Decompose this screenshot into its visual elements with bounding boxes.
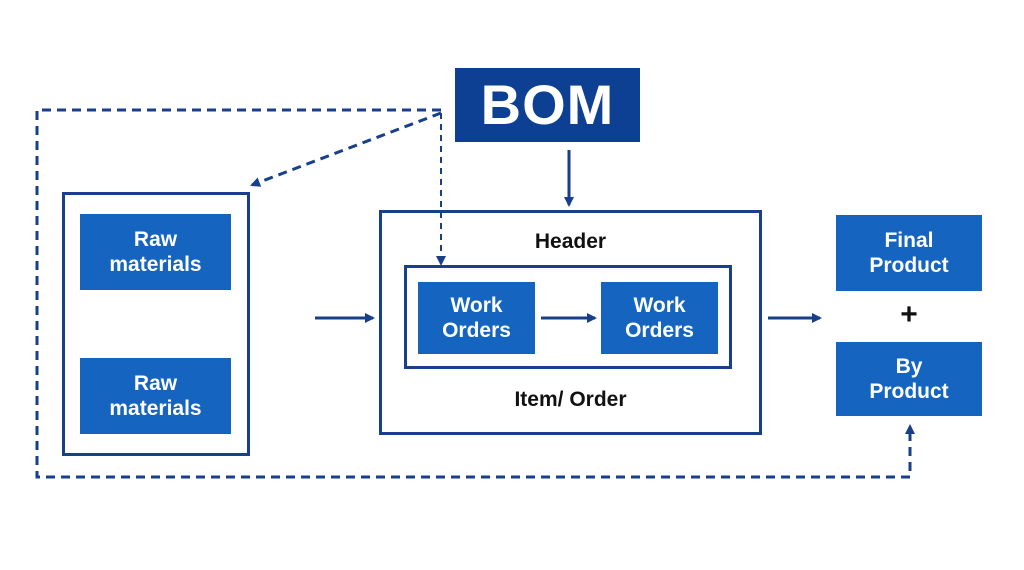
raw-materials-label: Raw materials — [109, 371, 202, 420]
raw-materials-box-2: Raw materials — [80, 358, 231, 434]
process-container — [379, 210, 762, 435]
bom-box: BOM — [455, 68, 640, 142]
raw-materials-label: Raw materials — [109, 227, 202, 276]
dashed-bom-to-raw-materials-line — [250, 111, 442, 187]
raw-materials-box-1: Raw materials — [80, 214, 231, 290]
work-orders-box-1: Work Orders — [418, 282, 535, 354]
header-label: Header — [534, 230, 607, 253]
item-order-label: Item/ Order — [514, 388, 627, 411]
work-orders-box-2: Work Orders — [601, 282, 718, 354]
raw-materials-container — [62, 192, 250, 456]
dashed-bom-to-byproduct-line — [35, 108, 915, 479]
final-product-label: Final Product — [869, 228, 949, 277]
final-product-box: Final Product — [836, 215, 982, 291]
plus-sign: + — [900, 298, 918, 331]
work-orders-label: Work Orders — [442, 293, 511, 342]
work-orders-container — [404, 265, 732, 369]
bom-title: BOM — [480, 73, 615, 137]
work-orders-label: Work Orders — [625, 293, 694, 342]
by-product-box: By Product — [836, 342, 982, 416]
by-product-label: By Product — [869, 354, 949, 403]
